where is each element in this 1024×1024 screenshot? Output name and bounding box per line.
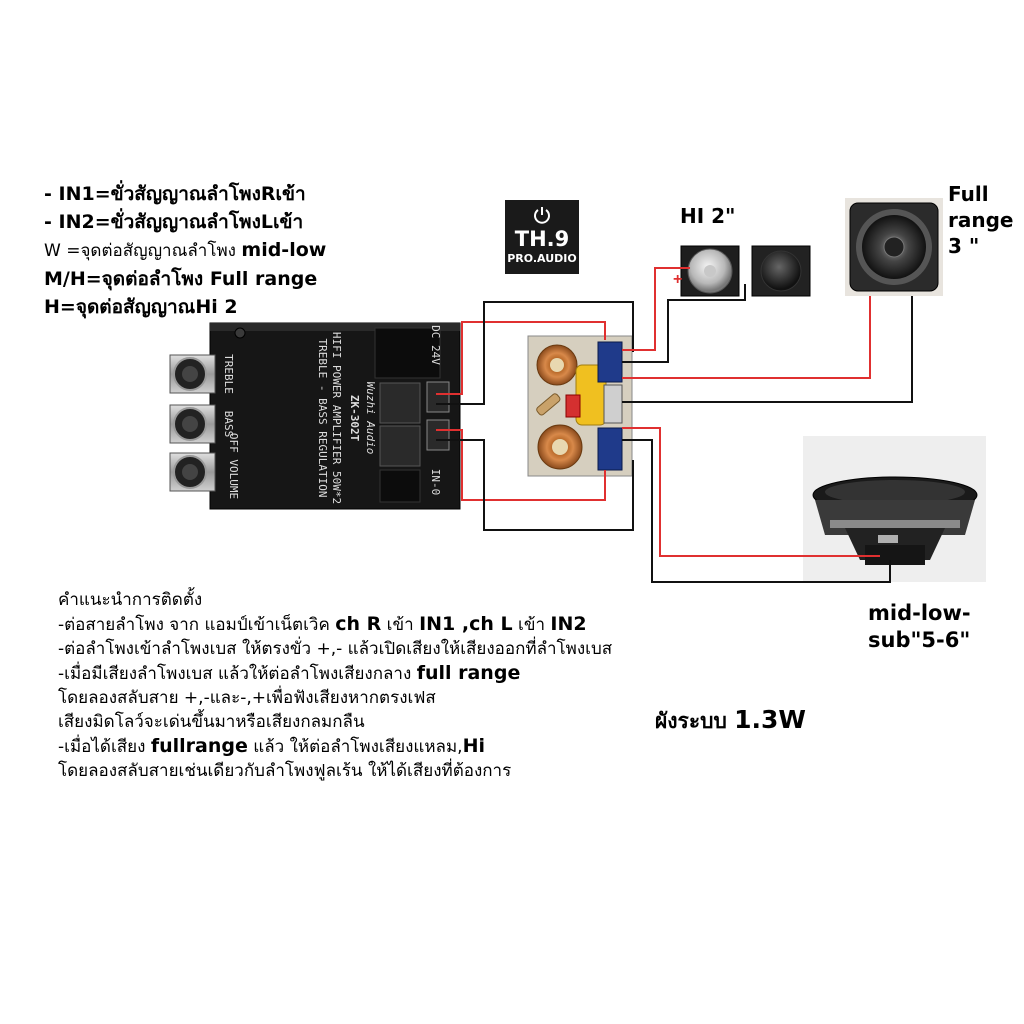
amp-knob1-text: TREBLE [222, 354, 235, 394]
system-label: ผังระบบ 1.3W [655, 705, 806, 738]
instr-l6-b2: Hi [462, 735, 485, 757]
legend-w-text: W =จุดต่อสัญญาณลำโพง [44, 241, 242, 261]
knob-bass [169, 404, 216, 444]
instr-l6-b: fullrange [150, 735, 248, 757]
amp-knob3-text: OFF VOLUME [227, 433, 240, 499]
legend-w-em: mid-low [241, 239, 327, 261]
tweeter-plus-label: + [673, 271, 682, 288]
instructions-line5: เสียงมิดโลว์จะเด่นขึ้นมาหรือเสียงกลมกลืน [58, 712, 365, 732]
amp-terminal-right [426, 381, 450, 413]
instructions-line1: -ต่อสายลำโพง จาก แอมป์เข้าเน็ตเวิค ch R … [58, 612, 612, 637]
instructions-title: คำแนะนำการติดตั้ง [58, 590, 203, 610]
tweeter-white [680, 245, 740, 297]
instr-l1-b3: IN2 [550, 613, 587, 635]
legend-line-mh: M/H=จุดต่อลำโพง Full range [44, 265, 326, 293]
instr-l1-b1: ch R [335, 613, 382, 635]
instructions-line4: โดยลองสลับสาย +,-และ-,+เพื่อฟังเสียงหากต… [58, 688, 436, 708]
amp-brand-text: Wuzhi Audio [364, 382, 377, 455]
legend-mh-em: Full range [209, 268, 318, 290]
speaker-woofer [803, 436, 986, 582]
label-mid-low-sub: mid-low- sub"5-6" [868, 600, 971, 654]
amplifier-board: Wuzhi Audio ZK-302T HIFI POWER AMPLIFIER… [169, 322, 461, 510]
instr-l1-b2: IN1 ,ch L [419, 613, 513, 635]
legend-mh-text: M/H=จุดต่อลำโพง [44, 268, 210, 290]
legend: - IN1=ขั่วสัญญาณลำโพงRเข้า - IN2=ขั่วสัญ… [44, 180, 326, 321]
instr-l6-mid: แล้ว ให้ต่อลำโพงเสียงแหลม, [247, 737, 463, 757]
wire-fullrange-negative [622, 296, 913, 403]
legend-line-in1: - IN1=ขั่วสัญญาณลำโพงRเข้า [44, 183, 306, 205]
wire-woofer-positive [622, 427, 880, 557]
label-hi-2: HI 2" [680, 204, 736, 228]
logo-main-text: TH.9 [514, 227, 570, 251]
label-full-line2: range [948, 208, 1014, 232]
wires [436, 267, 913, 583]
instructions-line3: -เมื่อมีเสียงลำโพงเบส แล้วให้ต่อลำโพงเสี… [58, 661, 612, 686]
wire-in1-negative [436, 301, 634, 405]
label-mid-line2: sub"5-6" [868, 628, 971, 652]
instr-l1-mid: เข้า [381, 615, 420, 635]
wire-in1-positive [436, 321, 606, 395]
knob-volume [169, 452, 216, 492]
legend-line-w: W =จุดต่อสัญญาณลำโพง mid-low [44, 236, 326, 265]
instr-l6-pre: -เมื่อได้เสียง [58, 737, 151, 757]
crossover-board [527, 335, 633, 477]
crossover-terminal-mid [603, 384, 623, 424]
label-full-line3: 3 " [948, 234, 980, 258]
legend-line-h: H=จุดต่อสัญญาณHi 2 [44, 296, 238, 318]
crossover-terminal-bottom [597, 427, 623, 471]
instructions-line2: -ต่อลำโพงเข้าลำโพงเบส ให้ตรงขั่ว +,- แล้… [58, 639, 613, 659]
system-label-text: ผังระบบ [655, 709, 735, 733]
amp-line1-text: HIFI POWER AMPLIFIER 50W*2 [330, 332, 343, 504]
amp-screw-hole [234, 327, 246, 339]
amp-knob2-text: BASS [222, 411, 235, 438]
wire-in2-positive [436, 429, 606, 501]
amp-terminal-left [426, 419, 450, 451]
label-full-line1: Full [948, 182, 989, 206]
amp-model-text: ZK-302T [348, 395, 361, 442]
amp-line2-text: TREBLE - BASS REGULATION [316, 339, 329, 498]
wire-hi-positive [622, 267, 690, 351]
instructions: คำแนะนำการติดตั้ง -ต่อสายลำโพง จาก แอมป์… [58, 588, 612, 783]
knob-treble [169, 354, 216, 394]
crossover-resistor [536, 393, 561, 416]
crossover-small-cap [565, 394, 581, 418]
wire-fullrange-positive [622, 296, 871, 379]
tweeter-black [751, 245, 811, 297]
amp-port-top-text: DC 24V [429, 325, 442, 365]
wire-hi-negative [622, 284, 746, 363]
instr-l1-pre: -ต่อสายลำโพง จาก แอมป์เข้าเน็ตเวิค [58, 615, 336, 635]
wire-in2-negative [436, 439, 634, 531]
instr-l3-pre: -เมื่อมีเสียงลำโพงเบส แล้วให้ต่อลำโพงเสี… [58, 664, 417, 684]
brand-logo: TH.9 PRO.AUDIO [505, 200, 579, 274]
instr-l1-mid2: เข้า [512, 615, 551, 635]
amp-port-bottom-text: IN-0 [429, 469, 442, 496]
crossover-terminal-top [597, 341, 623, 383]
label-mid-line1: mid-low- [868, 601, 971, 625]
system-power: 1.3W [734, 705, 806, 734]
label-full-range: Full range 3 " [948, 181, 1013, 259]
instructions-line7: โดยลองสลับสายเช่นเดียวกับลำโพงฟูลเร้น ให… [58, 761, 512, 781]
power-icon [534, 207, 550, 224]
speaker-full-range [845, 198, 943, 296]
instructions-line6: -เมื่อได้เสียง fullrange แล้ว ให้ต่อลำโพ… [58, 734, 612, 759]
legend-line-in2: - IN2=ขั่วสัญญาณลำโพงLเข้า [44, 211, 304, 233]
wire-woofer-negative [622, 439, 891, 583]
instr-l3-b: full range [416, 662, 521, 684]
logo-sub-text: PRO.AUDIO [507, 252, 577, 265]
